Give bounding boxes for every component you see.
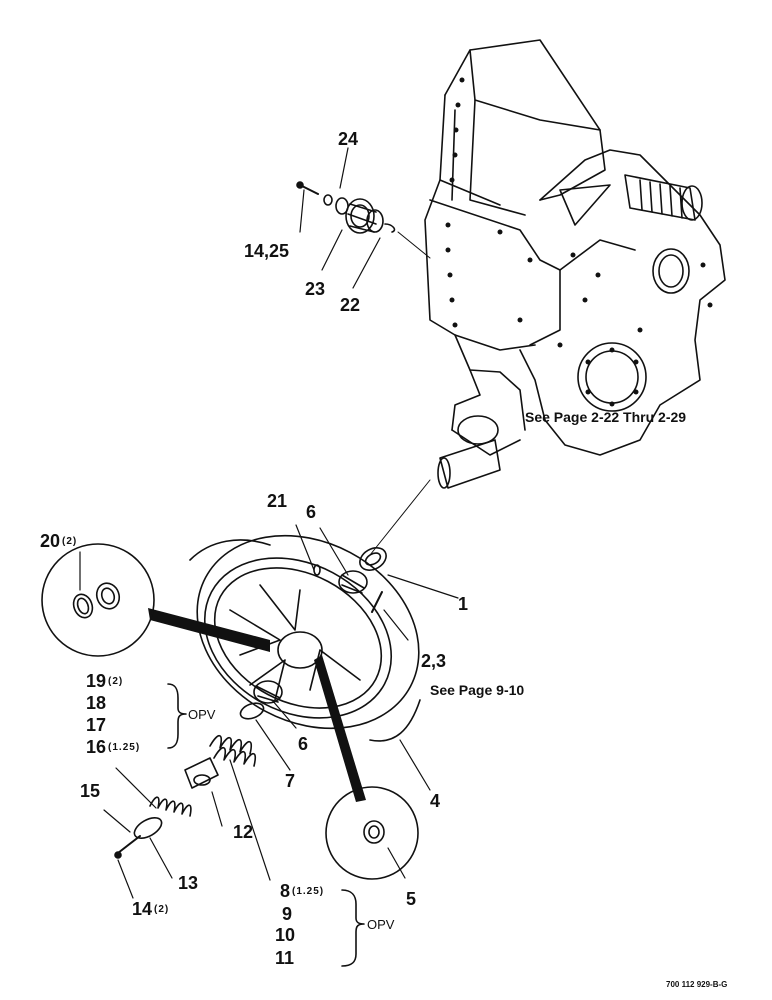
gearbox-page-reference: See Page 2-22 Thru 2-29	[525, 409, 687, 425]
frame-link-line	[397, 231, 431, 259]
callout-12: 12	[233, 822, 254, 842]
callout-1: 1	[458, 594, 469, 614]
callout-4: 4	[430, 791, 441, 811]
sprocket-group	[296, 181, 396, 234]
callout-20-number: 20	[40, 531, 61, 551]
callout-9: 9	[282, 904, 293, 924]
callout-16: 16(1.25)	[86, 738, 140, 756]
page-9-10-reference: See Page 9-10	[430, 682, 525, 698]
callout-2-3: 2,3	[421, 651, 447, 671]
callout-16-qty: (1.25)	[108, 742, 141, 753]
document-id: 700 112 929-B-G	[666, 980, 728, 989]
callout-14-qty: (2)	[154, 904, 170, 915]
callout-8-number: 8	[280, 881, 291, 901]
callout-13: 13	[178, 873, 199, 893]
callout-19: 19(2)	[86, 672, 123, 690]
callout-14-number: 14	[132, 899, 153, 919]
callout-14-25: 14,25	[244, 241, 290, 261]
callout-10: 10	[275, 925, 296, 945]
callout-20: 20(2)	[40, 532, 77, 550]
detail-leader-lower	[314, 655, 366, 802]
callout-14: 14(2)	[132, 900, 169, 918]
leader-lines	[79, 147, 459, 899]
frame-bolts	[445, 77, 713, 407]
detail-leader-upper	[148, 608, 270, 652]
shaft-centerline	[369, 479, 431, 556]
callout-19-number: 19	[86, 671, 107, 691]
opv-brace-upper	[167, 683, 187, 749]
detail-circle-hub	[325, 786, 419, 880]
callout-8: 8(1.25)	[280, 882, 324, 900]
opv-label-lower: OPV	[367, 917, 395, 932]
callout-16-number: 16	[86, 737, 107, 757]
callout-20-qty: (2)	[62, 536, 78, 547]
callout-8-qty: (1.25)	[292, 886, 325, 897]
opv-brace-lower	[341, 889, 365, 967]
callout-17: 17	[86, 715, 107, 735]
callout-6-upper: 6	[306, 502, 317, 522]
hub-parts	[114, 547, 387, 859]
callout-24: 24	[338, 129, 359, 149]
callout-5: 5	[406, 889, 417, 909]
detail-circle-bushings	[41, 543, 155, 657]
callout-23: 23	[305, 279, 326, 299]
callout-19-qty: (2)	[108, 676, 124, 687]
callout-21: 21	[267, 491, 288, 511]
opv-label-upper: OPV	[188, 707, 216, 722]
flywheel	[189, 534, 421, 742]
callout-15: 15	[80, 781, 101, 801]
callout-22: 22	[340, 295, 361, 315]
callout-11: 11	[275, 948, 295, 968]
callout-18: 18	[86, 693, 107, 713]
callout-6-lower: 6	[298, 734, 309, 754]
callout-7: 7	[285, 771, 296, 791]
